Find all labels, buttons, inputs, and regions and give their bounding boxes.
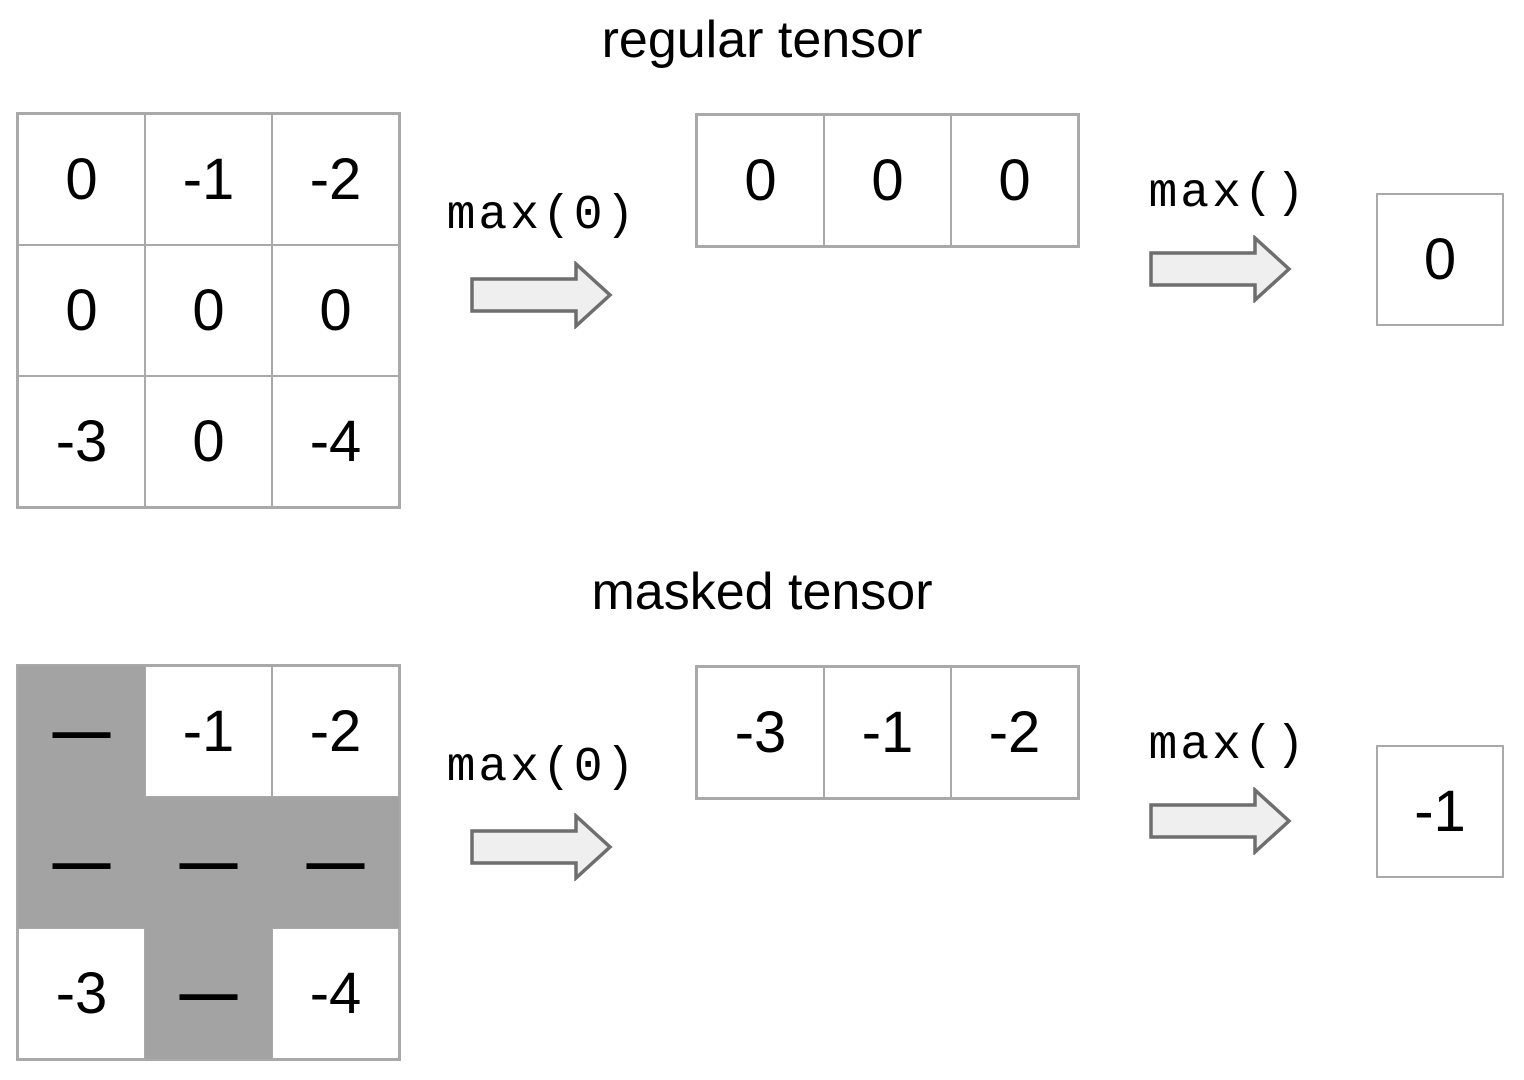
matrix-cell: -3 xyxy=(18,928,145,1059)
matrix-cell: — xyxy=(18,666,145,797)
reduce-dim-label: max(0) xyxy=(446,741,638,795)
reduce-dim-label: max(0) xyxy=(446,189,638,243)
matrix-cell: 0 xyxy=(18,114,145,245)
scalar-result-cell: -1 xyxy=(1376,745,1504,878)
result-cell: -3 xyxy=(697,667,824,798)
matrix-cell: 0 xyxy=(272,245,399,376)
matrix-cell: — xyxy=(272,797,399,928)
matrix-cell: — xyxy=(18,797,145,928)
result-cell: -2 xyxy=(951,667,1078,798)
matrix-cell: -2 xyxy=(272,666,399,797)
section-regular-tensor: regular tensor 0 -1 -2 0 0 0 -3 0 -4 max… xyxy=(16,11,1504,509)
row-result-1x3: -3 -1 -2 xyxy=(695,665,1080,800)
section-masked-tensor: masked tensor — -1 -2 — — — -3 — -4 max(… xyxy=(0,552,1524,1080)
matrix-cell: — xyxy=(145,797,272,928)
scalar-result-cell: 0 xyxy=(1376,193,1504,326)
matrix-cell: — xyxy=(145,928,272,1059)
arrow-right-icon xyxy=(470,261,613,329)
arrow-right-icon xyxy=(470,813,613,881)
section-title: regular tensor xyxy=(601,11,923,69)
result-cell: -1 xyxy=(824,667,951,798)
row-result-1x3: 0 0 0 xyxy=(695,113,1080,248)
matrix-cell: -4 xyxy=(272,928,399,1059)
matrix-cell: -1 xyxy=(145,114,272,245)
section-title: masked tensor xyxy=(591,563,933,621)
matrix-cell: -2 xyxy=(272,114,399,245)
tensor-matrix-3x3: — -1 -2 — — — -3 — -4 xyxy=(16,664,401,1061)
result-cell: 0 xyxy=(951,115,1078,246)
matrix-cell: 0 xyxy=(145,376,272,507)
result-cell: 0 xyxy=(697,115,824,246)
matrix-cell: -3 xyxy=(18,376,145,507)
reduce-all-label: max() xyxy=(1148,167,1308,221)
arrow-right-icon xyxy=(1149,787,1292,855)
arrow-right-icon xyxy=(1149,235,1292,303)
matrix-cell: -1 xyxy=(145,666,272,797)
matrix-cell: 0 xyxy=(18,245,145,376)
matrix-cell: -4 xyxy=(272,376,399,507)
matrix-cell: 0 xyxy=(145,245,272,376)
tensor-matrix-3x3: 0 -1 -2 0 0 0 -3 0 -4 xyxy=(16,112,401,509)
result-cell: 0 xyxy=(824,115,951,246)
reduce-all-label: max() xyxy=(1148,719,1308,773)
